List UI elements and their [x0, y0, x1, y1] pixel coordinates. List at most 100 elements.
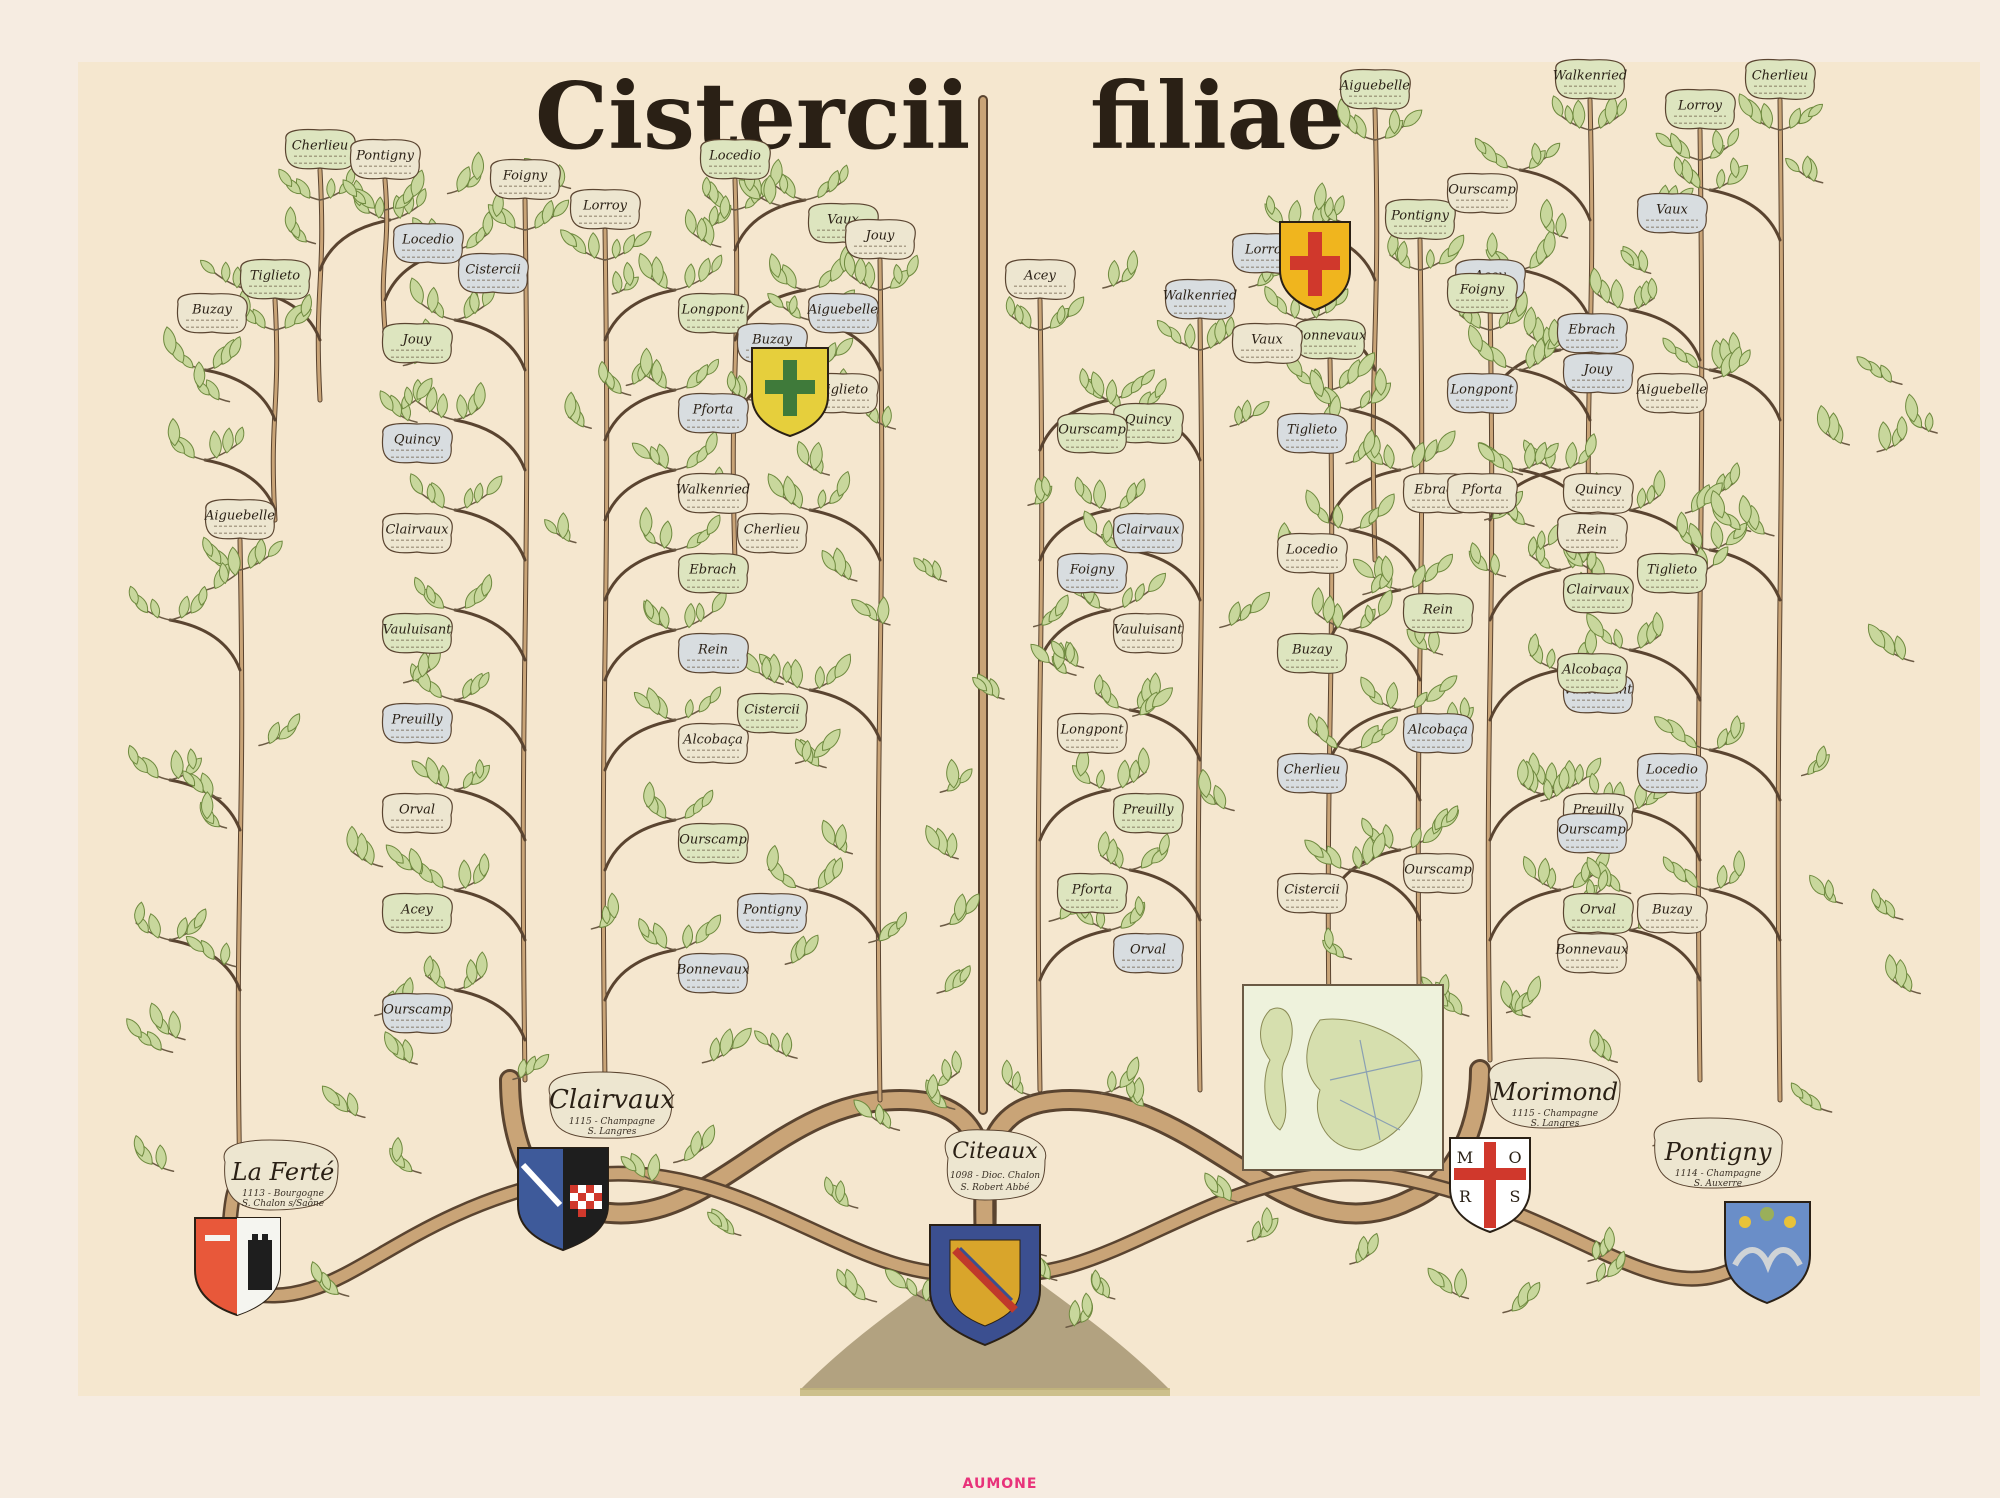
branch-label-name: Ebrach: [688, 562, 736, 577]
branch-label-plaque: [239, 258, 311, 301]
branch-label: Orval: [1112, 932, 1184, 975]
branch-label-name: Pforta: [1071, 882, 1113, 897]
leaf: [783, 475, 797, 505]
branch-label-name: Alcobaça: [682, 732, 743, 747]
arm-outline: [603, 628, 677, 682]
leaf: [1414, 691, 1428, 708]
leaf: [466, 958, 478, 985]
branch-label: Aiguebelle: [204, 498, 276, 541]
leaf: [149, 1002, 164, 1029]
leaf: [1265, 195, 1276, 216]
leaf: [1591, 1240, 1601, 1261]
branch-label-name: Cistercii: [1284, 882, 1340, 897]
arm-outline: [453, 788, 527, 842]
branch-label: Buzay: [176, 292, 248, 335]
leaf: [185, 936, 205, 952]
branch-label-plaque: [381, 892, 453, 935]
leaf: [1596, 1262, 1606, 1283]
arm-outline: [453, 608, 527, 662]
branch-label: Buzay: [1276, 632, 1348, 675]
root-sub1-citeaux: 1098 - Dioc. Chalon: [950, 1171, 1040, 1181]
leaf: [1311, 587, 1324, 616]
leaf: [874, 1103, 885, 1125]
arm-outline: [1708, 188, 1782, 242]
branch-label-name: Ourscamp: [679, 832, 747, 847]
leaf: [684, 263, 696, 289]
branch-label-plaque: [1446, 272, 1518, 315]
leaf: [199, 259, 216, 274]
leaf: [1589, 267, 1602, 296]
branch-label-name: Orval: [399, 802, 435, 817]
leaf: [1338, 369, 1350, 389]
leaf: [1347, 359, 1361, 385]
leaf: [644, 599, 655, 620]
branch-label-plaque: [1056, 552, 1128, 595]
leaf: [1816, 745, 1827, 769]
branch-label: Vauluisant: [1112, 612, 1184, 655]
leaf: [475, 758, 485, 779]
leaf: [1477, 442, 1495, 462]
branch-label: Longpont: [1446, 372, 1518, 415]
twig: [701, 1046, 736, 1064]
branch-label-plaque: [1056, 712, 1128, 755]
branch-label-name: Lorroy: [582, 198, 628, 213]
branch-label-name: Foigny: [502, 168, 548, 183]
branch-label-name: Bonnevaux: [1555, 942, 1629, 957]
branch-label: Orval: [381, 792, 453, 835]
leaf: [1490, 553, 1500, 576]
arm-outline: [1038, 788, 1112, 842]
branch-label-name: Tiglieto: [1287, 422, 1337, 437]
branch-label: Quincy: [381, 422, 453, 465]
arm-outline: [453, 318, 527, 372]
leaf: [1097, 831, 1110, 858]
twig: [1099, 854, 1131, 871]
leaf: [839, 164, 849, 184]
branch-label: Tiglieto: [1276, 412, 1348, 455]
twig: [674, 609, 716, 631]
twig: [415, 399, 456, 421]
leaf: [1676, 511, 1689, 538]
leaf: [719, 195, 731, 220]
branch-label-plaque: [736, 892, 808, 935]
branch-label-plaque: [1056, 872, 1128, 915]
root-name-clairvaux: Clairvaux: [549, 1085, 675, 1115]
leaf: [1802, 155, 1813, 179]
leaf: [1261, 1206, 1273, 1233]
arm-outline: [733, 198, 807, 252]
arm-outline: [453, 888, 527, 942]
branch-label-name: Walkenried: [1553, 68, 1627, 83]
leaf: [1437, 430, 1456, 453]
branch-label-name: Pontigny: [355, 148, 414, 163]
leaf: [379, 390, 394, 412]
branch-label-name: Aiguebelle: [204, 508, 275, 523]
arm-outline: [1518, 168, 1592, 222]
leaf: [1652, 611, 1664, 637]
branch-label-plaque: [1276, 752, 1348, 795]
branch-label: Quincy: [1562, 472, 1634, 515]
leaf: [1001, 1059, 1013, 1085]
branch-label-name: Longpont: [1060, 722, 1125, 737]
leaf: [458, 859, 472, 889]
branch-label: Walkenried: [676, 472, 750, 515]
leaf: [896, 911, 907, 930]
branch-label: Lorroy: [1664, 88, 1736, 131]
branch-label: Locedio: [1276, 532, 1348, 575]
leaf: [462, 678, 474, 700]
leaf: [1252, 401, 1270, 417]
branch-label: Alcobaça: [1402, 712, 1474, 755]
arm-outline: [203, 458, 277, 512]
arm-outline: [808, 508, 882, 562]
leaf: [782, 661, 792, 684]
leaf: [827, 169, 840, 193]
leaf: [425, 756, 440, 785]
leaf: [1251, 1220, 1262, 1241]
leaf: [684, 698, 694, 719]
leaf: [170, 749, 184, 780]
branch-label-plaque: [677, 392, 749, 435]
leaf: [409, 473, 424, 495]
branch-core: [236, 538, 244, 1192]
branch-label-plaque: [381, 322, 453, 365]
branch-label-name: Rein: [697, 642, 728, 657]
arm-outline: [318, 218, 392, 272]
leaf: [1574, 763, 1584, 785]
